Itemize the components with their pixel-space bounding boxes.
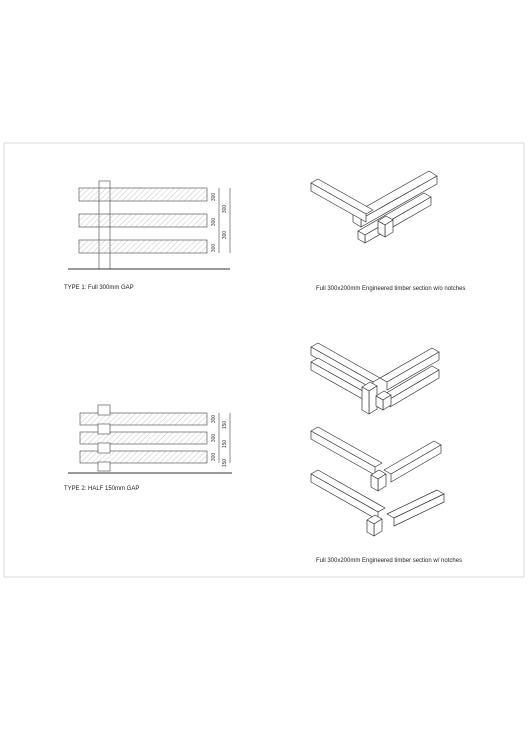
type2-dim-4: 150 <box>222 421 228 430</box>
type1-dim-2: 300 <box>211 218 217 227</box>
iso-bottom-notch-lower <box>366 514 383 537</box>
iso-mid-block-a <box>361 381 378 415</box>
iso-bottom-notch-upper <box>370 469 387 492</box>
iso-bottom-beam-lower-right <box>386 489 445 527</box>
iso-bottom-beam-upper-right <box>383 440 442 483</box>
type2-dim-6: 150 <box>222 459 228 468</box>
iso-mid-beam-left-bottom <box>310 357 376 403</box>
type1-dim-3: 300 <box>211 244 217 253</box>
sheet-border <box>3 142 525 578</box>
type1-dim-5: 300 <box>222 231 228 240</box>
type1-dim-4: 300 <box>222 205 228 214</box>
iso-mid-beam-right-top <box>379 347 440 391</box>
iso-mid-assembly <box>310 342 440 415</box>
iso-top-caption: Full 300x200mm Engineered timber section… <box>316 286 466 292</box>
iso-bottom-assembly <box>310 426 445 537</box>
type2-dim-3: 300 <box>211 453 217 462</box>
type2-dim-2: 300 <box>211 434 217 443</box>
type2-dim-1: 300 <box>211 415 217 424</box>
type1-dim-1: 300 <box>211 193 217 202</box>
iso-top-beam-right <box>352 170 438 228</box>
type2-block-3 <box>97 442 111 454</box>
type2-dimensions: 300 300 300 150 150 150 <box>211 415 228 468</box>
type2-beam-1 <box>79 412 208 426</box>
type2-elevation <box>68 404 232 474</box>
type1-beam-2 <box>78 213 208 228</box>
type2-beam-3 <box>79 450 208 464</box>
type2-block-4 <box>97 461 111 472</box>
type2-beam-2 <box>79 431 208 445</box>
type1-beam-1 <box>78 187 208 202</box>
type2-block-2 <box>97 423 111 435</box>
type1-elevation <box>68 180 231 270</box>
type2-dim-5: 150 <box>222 440 228 449</box>
type2-caption: TYPE 2: HALF 150mm GAP <box>64 486 140 492</box>
iso-top-short-block <box>377 215 394 238</box>
iso-mid-block-b <box>375 390 392 411</box>
iso-top-assembly <box>310 170 438 244</box>
type2-block-1 <box>97 404 111 416</box>
type1-caption: TYPE 1: Full 300mm GAP <box>64 285 134 291</box>
type1-beam-3 <box>78 239 208 254</box>
iso-bottom-caption: Full 300x200mm Engineered timber section… <box>316 558 463 564</box>
type1-dimensions: 300 300 300 300 300 <box>211 193 228 253</box>
iso-top-beam-left <box>310 178 374 223</box>
iso-bottom-beam-upper-left <box>310 426 383 476</box>
